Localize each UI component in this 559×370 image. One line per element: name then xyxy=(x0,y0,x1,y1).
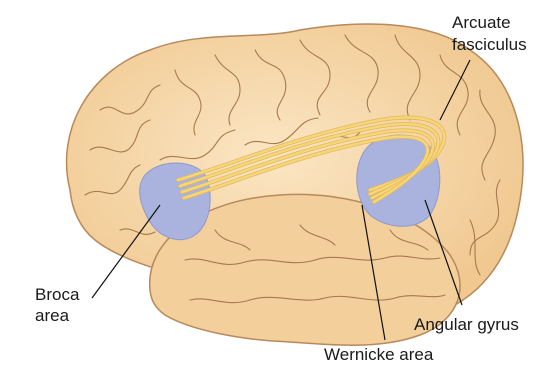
arcuate-label-line2: fasciculus xyxy=(452,35,527,54)
angular-gyrus-label: Angular gyrus xyxy=(414,315,519,334)
broca-label-line2: area xyxy=(35,306,70,325)
arcuate-label-line1: Arcuate xyxy=(452,13,511,32)
broca-label-line1: Broca xyxy=(35,285,80,304)
wernicke-area-label: Wernicke area xyxy=(324,345,434,364)
